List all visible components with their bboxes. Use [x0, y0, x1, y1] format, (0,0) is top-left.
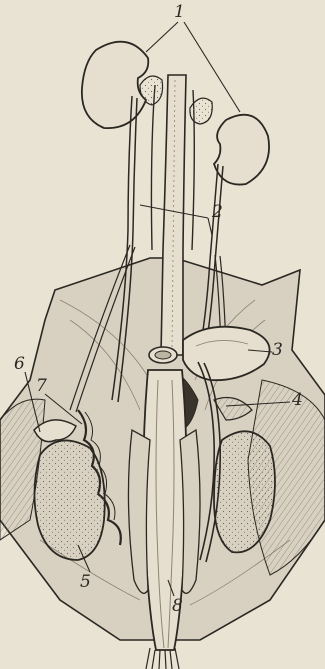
label-5: 5 — [80, 574, 91, 591]
label-7: 7 — [36, 378, 47, 395]
label-8: 8 — [172, 598, 183, 615]
label-4: 4 — [292, 392, 303, 409]
gonad-left — [34, 440, 104, 560]
label-3: 3 — [272, 342, 283, 359]
label-1: 1 — [174, 4, 185, 21]
label-6: 6 — [14, 356, 25, 373]
kidney-left — [82, 42, 148, 128]
label-2: 2 — [212, 204, 223, 221]
